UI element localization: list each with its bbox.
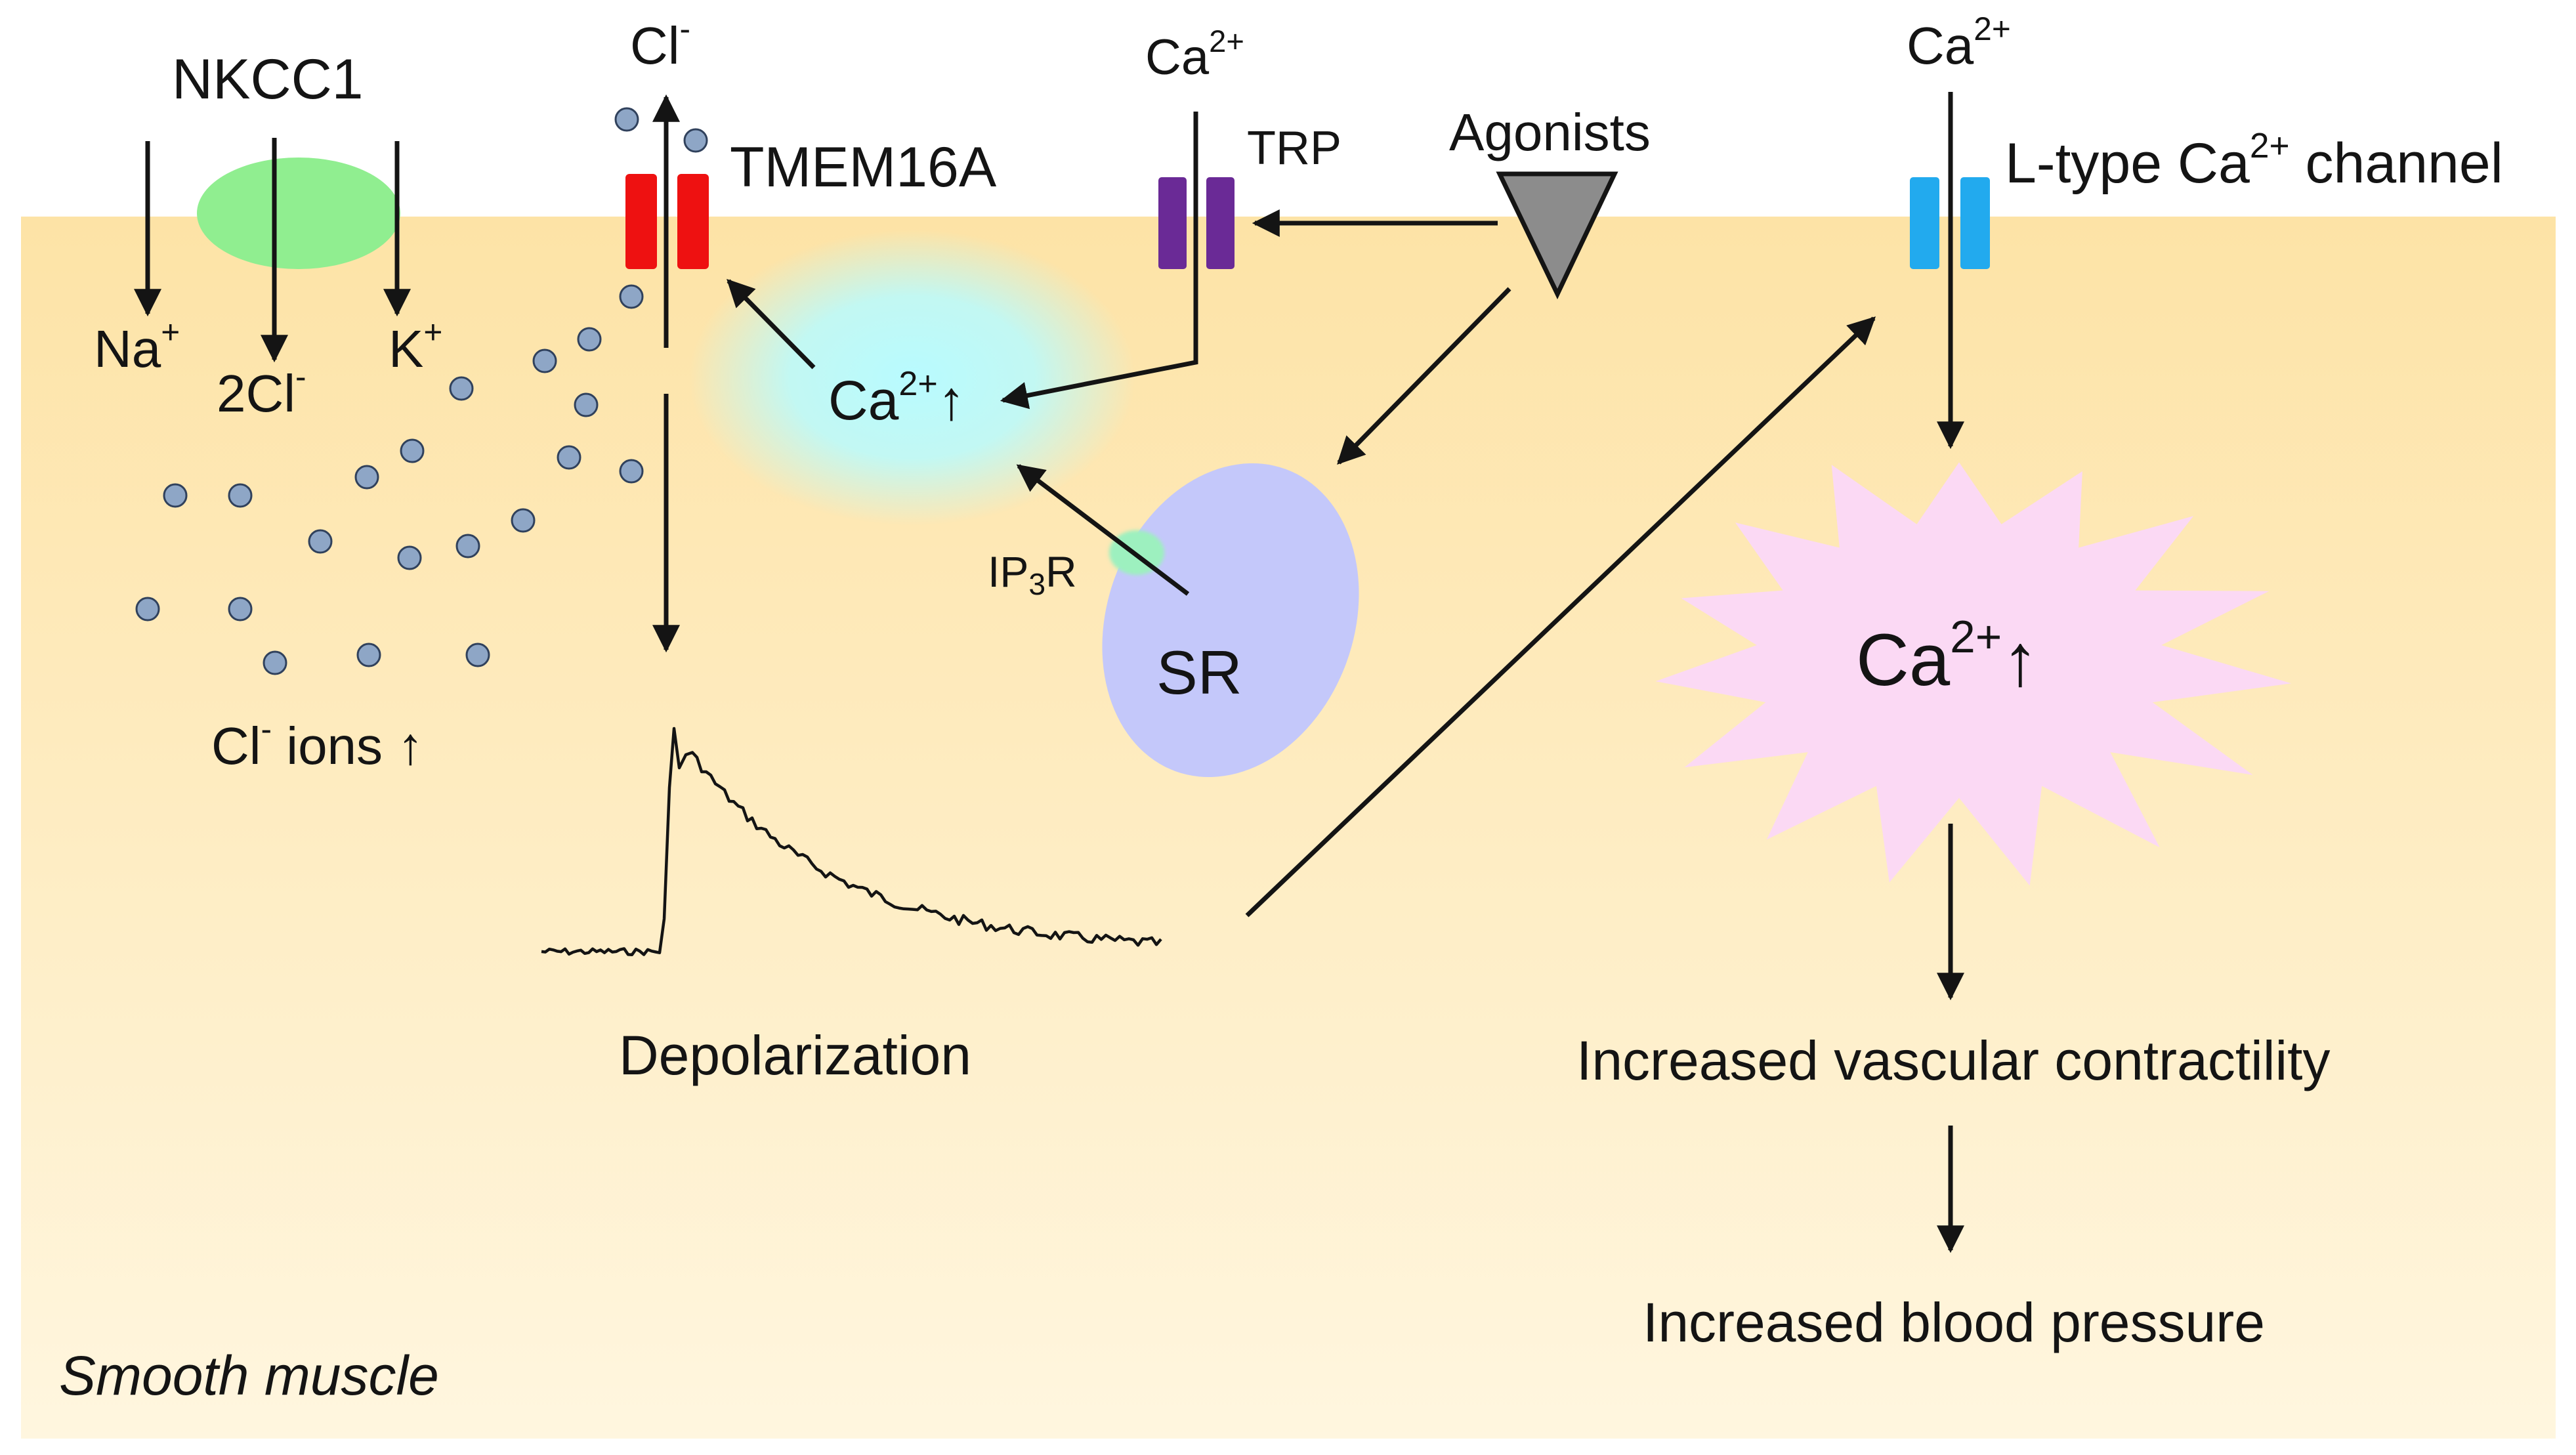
trp-ion-label: Ca2+ — [1145, 26, 1244, 85]
depolarization-label: Depolarization — [619, 1024, 971, 1086]
ip3r-suffix: R — [1045, 547, 1077, 596]
k-ion-charge: + — [423, 314, 443, 351]
two-cl-ion-label: 2Cl- — [217, 360, 306, 420]
agonist-triangle-icon — [1496, 171, 1618, 300]
chloride-ions-label: Cl- ions ↑ — [211, 713, 424, 775]
tmem16a-ion-symbol: Cl — [630, 16, 680, 75]
na-ion-symbol: Na — [94, 320, 161, 378]
ltype-ion-label: Ca2+ — [1907, 12, 2011, 72]
ltype-channel-label: L-type Ca2+ channel — [2005, 128, 2503, 195]
depolarization-trace — [541, 727, 1162, 956]
smooth-muscle-cell — [21, 217, 2556, 1439]
local-calcium-arrow: ↑ — [937, 369, 965, 431]
contractility-label: Increased vascular contractility — [1576, 1030, 2331, 1091]
na-ion-label: Na+ — [94, 316, 180, 378]
trp-ion-symbol: Ca — [1145, 30, 1210, 85]
chloride-ion-dot — [577, 327, 602, 352]
chloride-ion-dot — [397, 545, 422, 570]
arrow-ca-activates-tmem16a — [727, 279, 816, 369]
global-calcium-arrow: ↑ — [2002, 619, 2039, 701]
nkcc1-cotransporter — [197, 158, 400, 269]
local-calcium-glow — [689, 230, 1135, 525]
chloride-ions-suffix: ions ↑ — [272, 717, 424, 775]
ip3r-label: IP3R — [988, 547, 1077, 599]
chloride-ions-symbol: Cl — [211, 717, 261, 775]
chloride-ion-dot — [135, 597, 160, 622]
global-calcium-label: Ca2+↑ — [1856, 614, 2038, 697]
ip3r-prefix: IP — [988, 547, 1029, 596]
global-calcium-symbol: Ca — [1856, 619, 1951, 701]
sr-label: SR — [1156, 638, 1242, 707]
ip3r-subscript: 3 — [1028, 566, 1046, 601]
chloride-ion-dot — [354, 465, 379, 490]
chloride-ion-dot — [356, 643, 381, 667]
chloride-ion-dot — [683, 128, 708, 153]
local-calcium-symbol: Ca — [828, 369, 899, 431]
arrow-trp-ca-influx — [1000, 112, 1198, 410]
tmem16a-ion-charge: - — [679, 11, 691, 48]
calcium-burst — [1655, 462, 2292, 886]
na-ion-charge: + — [161, 314, 180, 351]
ltype-name-suffix: channel — [2289, 132, 2503, 195]
chloride-ions-charge: - — [261, 711, 272, 748]
chloride-ion-dot — [308, 529, 333, 554]
ltype-name-prefix: L-type Ca — [2005, 132, 2250, 195]
local-calcium-label: Ca2+↑ — [828, 366, 965, 428]
arrow-depolarization-opens-ltype — [1245, 316, 1876, 917]
arrow-ip3r-release — [1016, 464, 1190, 596]
chloride-ion-dot — [449, 376, 474, 401]
trp-channel — [1158, 177, 1235, 269]
ltype-ion-charge: 2+ — [1974, 11, 2011, 48]
chloride-ion-dot — [228, 483, 253, 508]
chloride-ion-dot — [263, 650, 287, 675]
trp-label: TRP — [1247, 122, 1341, 175]
two-cl-ion-symbol: 2Cl — [217, 364, 296, 423]
chloride-ion-dot — [455, 534, 480, 559]
k-ion-label: K+ — [389, 316, 442, 378]
agonists-label: Agonists — [1449, 103, 1651, 161]
arrows — [134, 92, 1964, 1254]
arrow-agonist-sr — [1337, 287, 1511, 465]
ltype-ion-symbol: Ca — [1907, 16, 1974, 75]
chloride-ion-dot — [557, 445, 581, 470]
blood-pressure-label: Increased blood pressure — [1643, 1292, 2265, 1353]
tmem16a-label: TMEM16A — [730, 136, 997, 199]
sarcoplasmic-reticulum — [1102, 463, 1359, 778]
tmem16a-channel — [625, 174, 709, 269]
k-ion-symbol: K — [389, 320, 424, 378]
chloride-ion-dot — [532, 348, 557, 373]
smooth-muscle-label: Smooth muscle — [59, 1345, 439, 1406]
tmem16a-ion-label: Cl- — [630, 12, 690, 72]
ltype-name-charge: 2+ — [2249, 126, 2290, 165]
chloride-ion-dot — [619, 284, 644, 309]
chloride-ion-dot — [511, 508, 536, 533]
two-cl-ion-charge: - — [295, 358, 306, 396]
trp-ion-charge: 2+ — [1209, 24, 1244, 59]
chloride-ion-dot — [574, 392, 599, 417]
chloride-ion-dot — [163, 483, 188, 508]
chloride-ion-dot — [400, 438, 425, 463]
l-type-calcium-channel — [1910, 177, 1990, 269]
local-calcium-charge: 2+ — [898, 364, 938, 403]
chloride-ion-dot — [614, 107, 639, 132]
chloride-ion-dot — [228, 597, 253, 622]
chloride-ion-dot — [619, 459, 644, 484]
global-calcium-charge: 2+ — [1950, 611, 2002, 663]
chloride-ion-dot — [465, 643, 490, 667]
nkcc1-label: NKCC1 — [172, 48, 364, 111]
chloride-ions — [135, 107, 708, 675]
